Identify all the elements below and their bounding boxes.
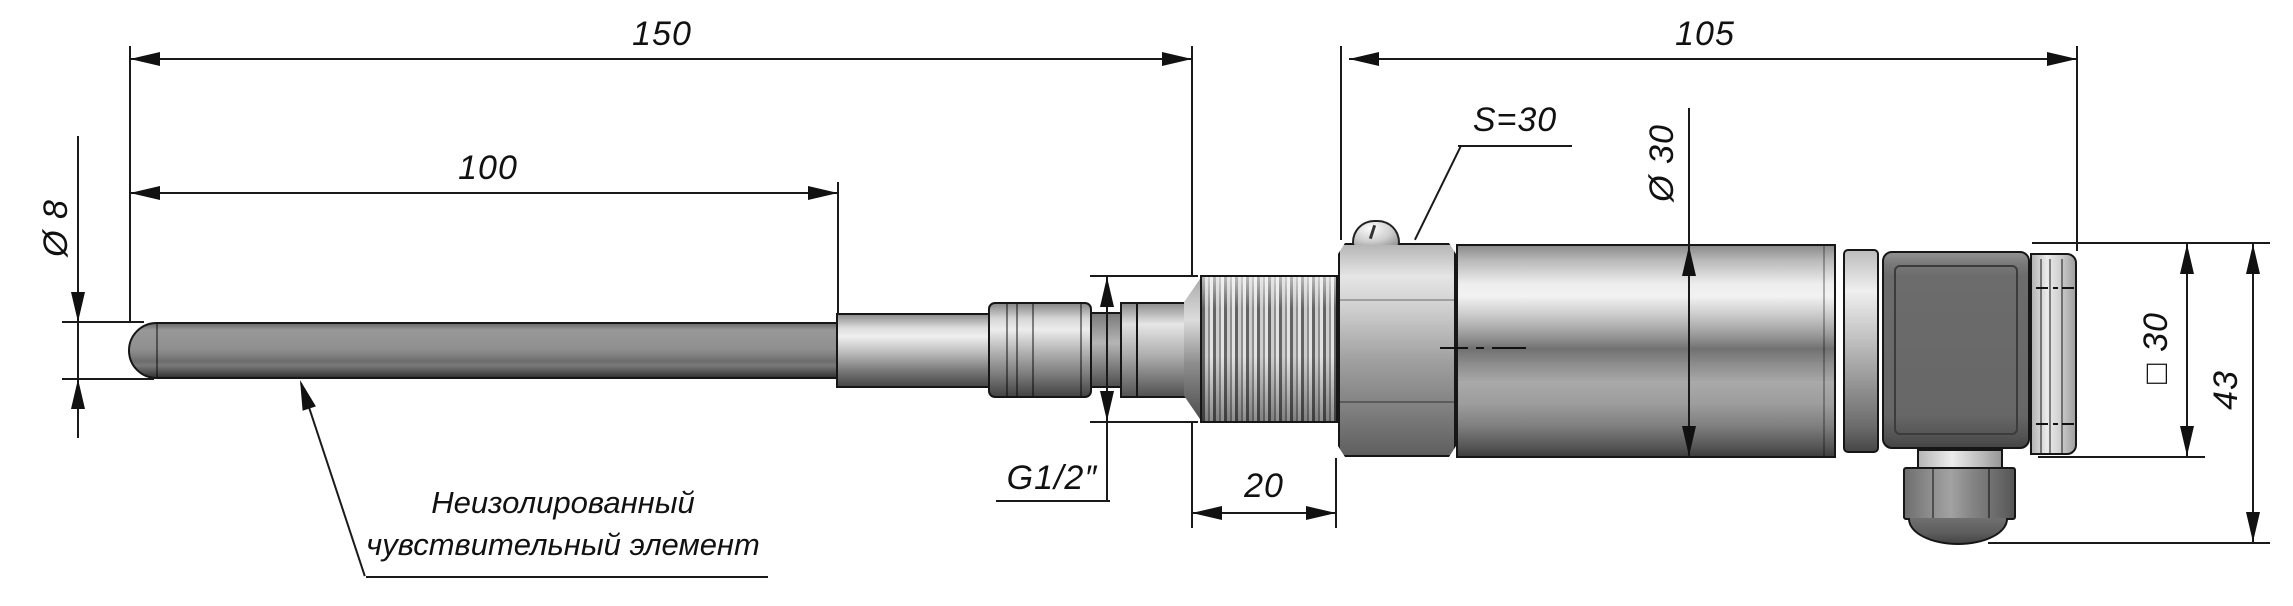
arrow-dia8-bottom: [71, 379, 85, 409]
arrow-20-left: [1192, 506, 1222, 520]
ext-line-thread-end: [1335, 458, 1337, 528]
arrow-150-left: [130, 52, 160, 66]
callout-line-1: Неизолированный: [431, 485, 695, 520]
arrow-dia8-top: [71, 292, 85, 322]
ext-line-probe-tip: [129, 46, 131, 321]
ext-line-thread-od-top: [1090, 275, 1198, 277]
cap-line: [2061, 259, 2063, 453]
ext-line-connector-bottom: [2038, 456, 2205, 458]
leader-note-arrow: [293, 377, 316, 411]
callout-line-2: чувствительный элемент: [366, 527, 760, 562]
dim-line-probe-dia: [77, 136, 79, 438]
gland-facet-line: [1988, 469, 1990, 518]
hex-nut: [1338, 243, 1456, 457]
ext-line-thread-start-upper: [1191, 46, 1193, 277]
ext-line-connector-top: [2032, 242, 2270, 244]
cap-line: [2049, 259, 2051, 453]
collar-line: [1080, 304, 1082, 396]
arrow-150-right: [1162, 52, 1192, 66]
dim-line-105: [1349, 58, 2077, 60]
arrow-43-top: [2246, 244, 2260, 274]
collar-line: [1032, 304, 1034, 396]
hex-facet-line: [1340, 401, 1454, 403]
underline-s30: [1458, 145, 1572, 147]
connector-end-cap: [2030, 253, 2077, 455]
arrow-100-left: [130, 186, 160, 200]
center-mark-top: [2036, 287, 2074, 289]
leader-s30: [1414, 145, 1462, 241]
dim-line-conn-height: [2252, 243, 2254, 543]
collar-ribbed: [988, 302, 1092, 398]
arrow-100-right: [808, 186, 838, 200]
arrow-sq30-top: [2180, 244, 2194, 274]
cable-gland-nut: [1903, 467, 2016, 520]
dim-text-20: 20: [1244, 467, 1284, 505]
dim-line-thread-dia: [1106, 275, 1108, 500]
ext-line-gland-bottom: [1988, 542, 2270, 544]
collar-line: [1016, 304, 1018, 396]
din-connector-housing: [1882, 251, 2030, 449]
center-mark-bottom: [2036, 423, 2074, 425]
arrow-dia30-top: [1682, 246, 1696, 276]
ext-line-element-end: [837, 182, 839, 315]
dim-text-body-dia: Ø 30: [1643, 124, 1681, 202]
ext-line-probe-top: [62, 321, 144, 323]
dim-text-g12: G1/2″: [1006, 459, 1098, 497]
cable-gland-dome: [1908, 518, 2008, 545]
collar-line: [1006, 304, 1008, 396]
arrow-43-bottom: [2246, 512, 2260, 542]
lock-screw-dome: [1352, 220, 1400, 245]
arrow-sq30-bottom: [2180, 426, 2194, 456]
dim-text-105: 105: [1675, 15, 1735, 53]
arrow-dia30-bottom: [1682, 426, 1696, 456]
hex-center-mark: [1440, 347, 1526, 349]
underline-g12: [996, 500, 1110, 502]
dim-text-150: 150: [632, 15, 692, 53]
connector-inner-panel: [1894, 265, 2018, 435]
cable-gland-neck: [1917, 449, 2003, 469]
sensor-body: [1456, 244, 1836, 458]
probe-rod: [128, 322, 838, 379]
arrow-g12-top: [1100, 277, 1114, 307]
dim-line-20: [1192, 512, 1336, 514]
dim-line-conn-square: [2186, 243, 2188, 457]
underline-note: [366, 576, 768, 578]
arrow-g12-bottom: [1100, 391, 1114, 421]
arrow-20-right: [1306, 506, 1336, 520]
stem-tube: [836, 313, 992, 388]
dim-text-100: 100: [458, 149, 518, 187]
dim-line-body-dia: [1688, 108, 1690, 456]
thread-g12-section: [1200, 275, 1338, 423]
spacer-ring: [1843, 249, 1879, 453]
callout-sensing-element: Неизолированный чувствительный элемент: [356, 482, 770, 566]
body-step-line: [1823, 246, 1825, 456]
ext-line-connector-face: [2076, 46, 2078, 251]
arrow-105-right: [2047, 52, 2077, 66]
screw-slot: [1368, 224, 1377, 240]
hex-facet-line: [1340, 299, 1454, 301]
neck-smooth: [1136, 302, 1186, 398]
dim-line-150: [130, 58, 1192, 60]
dim-text-s30: S=30: [1472, 101, 1558, 139]
probe-tip-tangent-line: [156, 324, 158, 377]
dim-text-conn-square: □ 30: [2137, 312, 2175, 384]
ext-line-probe-bottom: [62, 378, 154, 380]
gland-facet-line: [1932, 469, 1934, 518]
thread-chamfer: [1184, 276, 1202, 422]
cap-line: [2040, 259, 2042, 453]
dim-text-probe-dia: Ø 8: [37, 199, 75, 257]
ext-line-hex-face: [1340, 46, 1342, 240]
dim-text-conn-height: 43: [2207, 370, 2245, 410]
ext-line-thread-od-bottom: [1090, 421, 1198, 423]
dim-line-100: [130, 192, 838, 194]
arrow-105-left: [1349, 52, 1379, 66]
ext-line-thread-start-lower: [1191, 422, 1193, 528]
